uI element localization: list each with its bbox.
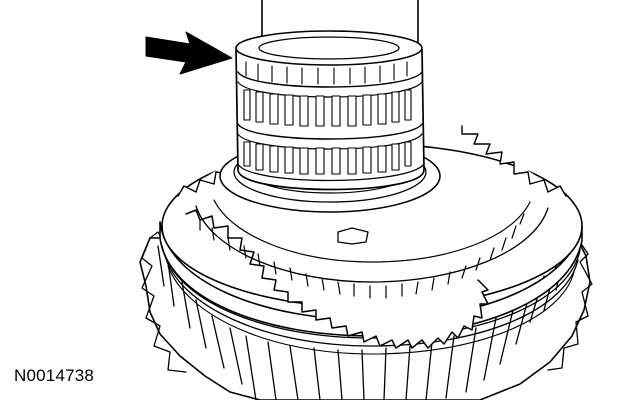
needle-bearing	[235, 30, 425, 191]
callout-arrow	[145, 31, 233, 75]
figure-id-label: N0014738	[14, 366, 95, 385]
